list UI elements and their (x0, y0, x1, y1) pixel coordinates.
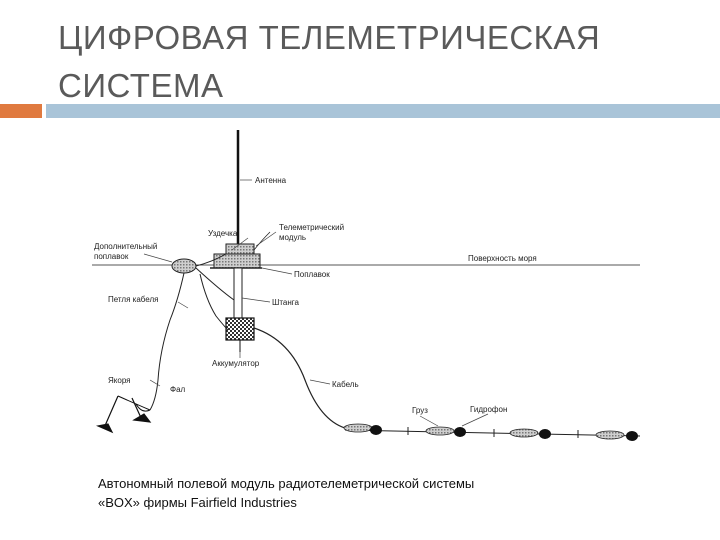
label-weight: Груз (412, 406, 428, 415)
label-extra-buoy-2: поплавок (94, 252, 129, 261)
streamer (343, 423, 641, 441)
label-battery: Аккумулятор (212, 359, 260, 368)
slide-title-text: ЦИФРОВАЯ ТЕЛЕМЕТРИЧЕСКАЯ СИСТЕМА (58, 19, 601, 104)
telemetry-module (225, 243, 255, 255)
title-rule (46, 104, 720, 118)
float-body (213, 253, 261, 269)
main-cable (253, 327, 346, 429)
caption-line-1: Автономный полевой модуль радиотелеметри… (98, 476, 475, 491)
label-sea-surface: Поверхность моря (468, 254, 537, 263)
label-cable: Кабель (332, 380, 359, 389)
figure-caption: Автономный полевой модуль радиотелеметри… (98, 474, 618, 512)
label-bridle: Уздечка (208, 229, 238, 238)
label-cable-loop: Петля кабеля (108, 295, 158, 304)
rod (233, 267, 243, 319)
label-anchors: Якоря (108, 376, 131, 385)
battery (225, 317, 255, 341)
slide-title: ЦИФРОВАЯ ТЕЛЕМЕТРИЧЕСКАЯ СИСТЕМА (58, 14, 698, 110)
label-float: Поплавок (294, 270, 330, 279)
accent-bar (0, 104, 42, 118)
label-line: Фал (170, 385, 186, 394)
label-rod: Штанга (272, 298, 300, 307)
label-extra-buoy-1: Дополнительный (94, 242, 157, 251)
label-hydrophone: Гидрофон (470, 405, 507, 414)
anchors (95, 395, 152, 434)
caption-line-2: «BOX» фирмы Fairfield Industries (98, 495, 297, 510)
label-telemetry-module-2: модуль (279, 233, 306, 242)
extra-buoy (171, 258, 197, 274)
cable-loop (149, 272, 185, 411)
label-antenna: Антенна (255, 176, 287, 185)
label-telemetry-module-1: Телеметрический (279, 223, 344, 232)
